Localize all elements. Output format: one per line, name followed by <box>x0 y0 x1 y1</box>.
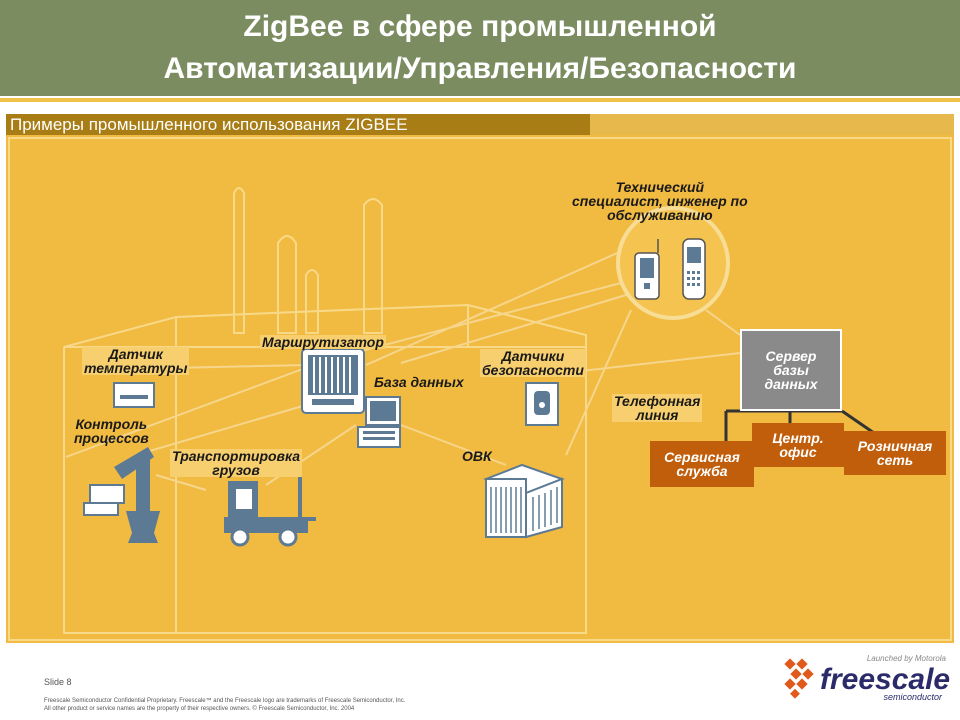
security-label-line-1: Датчики <box>501 348 565 364</box>
title-line-1: ZigBee в сфере промышленной <box>243 10 717 43</box>
central-office-box: Центр. офис <box>752 423 844 467</box>
freescale-logo-icon <box>784 658 814 699</box>
phone-label-line-1: Телефонная <box>614 393 701 409</box>
title-bar <box>0 0 960 96</box>
transport-label-line-2: грузов <box>212 462 260 478</box>
office-label-line-2: офис <box>779 444 817 460</box>
database-label: База данных <box>374 374 464 390</box>
diagram-panel: Технический специалист, инженер по обслу… <box>6 135 954 643</box>
process-label-line-1: Контроль <box>75 416 148 432</box>
tech-label-line-3: обслуживанию <box>607 207 713 223</box>
server-label-line-3: данных <box>764 376 818 392</box>
freescale-logo: Launched by Motorola freescale semicondu… <box>780 650 950 710</box>
tech-label-line-2: специалист, инженер по <box>572 193 748 209</box>
subtitle-text: Примеры промышленного использования ZIGB… <box>10 115 408 134</box>
temp-label-line-2: температуры <box>84 360 188 376</box>
retail-label-line-1: Розничная <box>857 438 933 454</box>
legal-text: Freescale Semiconductor Confidential Pro… <box>44 697 405 713</box>
tech-specialist-label: Технический специалист, инженер по обслу… <box>572 180 748 222</box>
subtitle-bar-right <box>590 114 954 135</box>
security-sensors-label: Датчики безопасности <box>480 349 586 377</box>
title-line-2: Автоматизации/Управления/Безопасности <box>163 52 797 85</box>
slide-number: Slide 8 <box>44 677 72 687</box>
logo-tagline: Launched by Motorola <box>866 654 946 663</box>
title-rule <box>0 98 960 102</box>
service-label-line-2: служба <box>676 463 728 479</box>
cargo-transport-label: Транспортировка грузов <box>170 448 303 478</box>
temperature-sensor-label: Датчик температуры <box>82 346 190 376</box>
phone-label-line-2: линия <box>635 407 679 423</box>
router-label: Маршрутизатор <box>260 334 386 350</box>
temp-label-line-1: Датчик <box>108 346 163 362</box>
transport-label-line-1: Транспортировка <box>172 448 301 464</box>
service-box: Сервисная служба <box>650 441 754 487</box>
database-server-box: Сервер базы данных <box>740 329 842 411</box>
service-label-line-1: Сервисная <box>664 449 740 465</box>
logo-subtitle: semiconductor <box>883 692 942 702</box>
server-label-line-1: Сервер <box>765 348 817 364</box>
server-label-line-2: базы <box>773 362 809 378</box>
process-control-label: Контроль процессов <box>74 417 149 445</box>
hvac-label: ОВК <box>462 448 492 464</box>
legal-line-1: Freescale Semiconductor Confidential Pro… <box>44 698 406 704</box>
office-label-line-1: Центр. <box>772 430 824 446</box>
retail-label-line-2: сеть <box>876 452 914 468</box>
security-label-line-2: безопасности <box>482 362 584 378</box>
slide-title: ZigBee в сфере промышленной Автоматизаци… <box>0 6 960 90</box>
logo-wordmark: freescale <box>820 663 951 696</box>
legal-line-2: All other product or service names are t… <box>44 706 355 712</box>
tech-label-line-1: Технический <box>615 179 705 195</box>
process-label-line-2: процессов <box>74 430 149 446</box>
diagram-artwork <box>8 137 952 641</box>
retail-box: Розничная сеть <box>844 431 946 475</box>
subtitle-bar: Примеры промышленного использования ZIGB… <box>6 114 590 135</box>
phone-line-label: Телефонная линия <box>612 393 703 423</box>
